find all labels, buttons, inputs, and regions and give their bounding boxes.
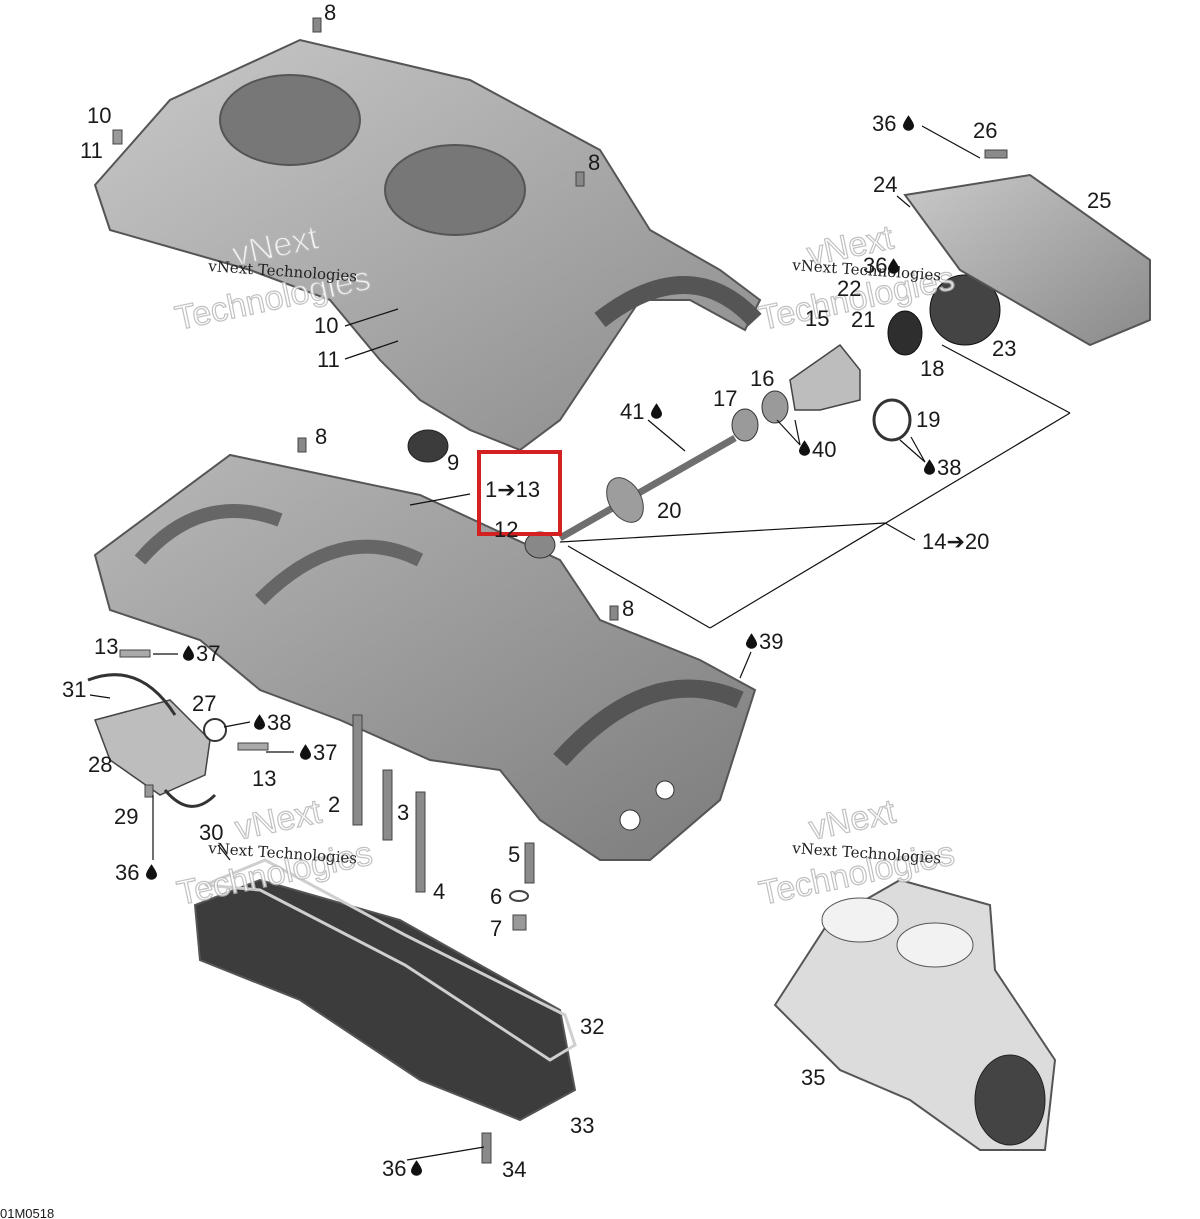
- callout-11: 11: [80, 138, 103, 163]
- callout-2: 2: [328, 792, 340, 817]
- lubricant-drop-icon: [651, 403, 662, 419]
- lubricant-drop-icon: [183, 645, 194, 661]
- callout-25: 25: [1087, 188, 1111, 213]
- lubricant-drop-icon: [903, 115, 914, 131]
- callout-20: 20: [657, 498, 681, 523]
- highlight-box[interactable]: [477, 450, 562, 536]
- lubricant-drop-icon: [746, 633, 757, 649]
- callout-28: 28: [88, 752, 112, 777]
- bearing-housing-group: [731, 173, 1151, 442]
- callout-6: 6: [490, 884, 502, 909]
- callout-12: 12: [494, 517, 518, 542]
- callout-31: 31: [62, 677, 86, 702]
- callout-37: 37: [313, 740, 337, 765]
- callout-41: 41: [620, 399, 644, 424]
- svg-text:vNext: vNext: [232, 792, 325, 847]
- callout-36: 36: [863, 253, 887, 278]
- callout-36: 36: [115, 860, 139, 885]
- callout-19: 19: [916, 407, 940, 432]
- callout-7: 7: [490, 916, 502, 941]
- callout-8: 8: [622, 596, 634, 621]
- callout-range-1-13: 1➔13: [485, 477, 540, 502]
- callout-8: 8: [588, 150, 600, 175]
- callout-34: 34: [502, 1157, 526, 1182]
- lubricant-drop-icon: [924, 459, 935, 475]
- svg-text:vNext: vNext: [806, 792, 899, 847]
- callout-16: 16: [750, 366, 774, 391]
- callout-39: 39: [759, 629, 783, 654]
- lubricant-drop-icon: [254, 714, 265, 730]
- callout-4: 4: [433, 879, 445, 904]
- callout-33: 33: [570, 1113, 594, 1138]
- callout-30: 30: [199, 820, 223, 845]
- callout-13: 13: [94, 634, 118, 659]
- callout-14-20: 14➔20: [922, 529, 989, 554]
- callout-22: 22: [837, 276, 861, 301]
- callout-3: 3: [397, 800, 409, 825]
- callout-26: 26: [973, 118, 997, 143]
- lubricant-drop-icon: [300, 744, 311, 760]
- complete-engine-assembly: [773, 878, 1057, 1151]
- oil-pump-group: [87, 673, 227, 808]
- callout-10: 10: [87, 103, 111, 128]
- callout-37: 37: [196, 641, 220, 666]
- callout-38: 38: [937, 455, 961, 480]
- shaft-gear: [407, 429, 737, 559]
- leader-lines: [89, 125, 1071, 1161]
- lubricant-drop-icon: [888, 258, 899, 274]
- callout-9: 9: [447, 450, 459, 475]
- lubricant-drop-icon: [411, 1160, 422, 1176]
- document-code: 01M0518: [0, 1206, 54, 1219]
- callout-23: 23: [992, 336, 1016, 361]
- callout-5: 5: [508, 842, 520, 867]
- callout-24: 24: [873, 172, 897, 197]
- upper-crankcase: [93, 38, 762, 452]
- callout-40: 40: [812, 437, 836, 462]
- lubricant-drop-icon: [799, 440, 810, 456]
- bolts-and-studs: [112, 17, 1008, 1164]
- callout-18: 18: [920, 356, 944, 381]
- callout-15: 15: [805, 306, 829, 331]
- callout-29: 29: [114, 804, 138, 829]
- callout-36: 36: [872, 111, 896, 136]
- callout-21: 21: [851, 307, 875, 332]
- callout-35: 35: [801, 1065, 825, 1090]
- callout-13: 13: [252, 766, 276, 791]
- callout-17: 17: [713, 386, 737, 411]
- callout-36: 36: [382, 1156, 406, 1181]
- lubricant-drop-icon: [146, 864, 157, 880]
- callout-27: 27: [192, 691, 216, 716]
- callout-32: 32: [580, 1014, 604, 1039]
- callout-8: 8: [324, 0, 336, 25]
- callout-11: 11: [317, 347, 340, 372]
- callout-labels: 8 8 8 8 10 11 10 11 9 1➔13 12 20 41 17 1…: [62, 0, 1111, 1182]
- callout-8: 8: [315, 424, 327, 449]
- crankcase-cover: [193, 858, 577, 1122]
- callout-10: 10: [314, 313, 338, 338]
- callout-38: 38: [267, 710, 291, 735]
